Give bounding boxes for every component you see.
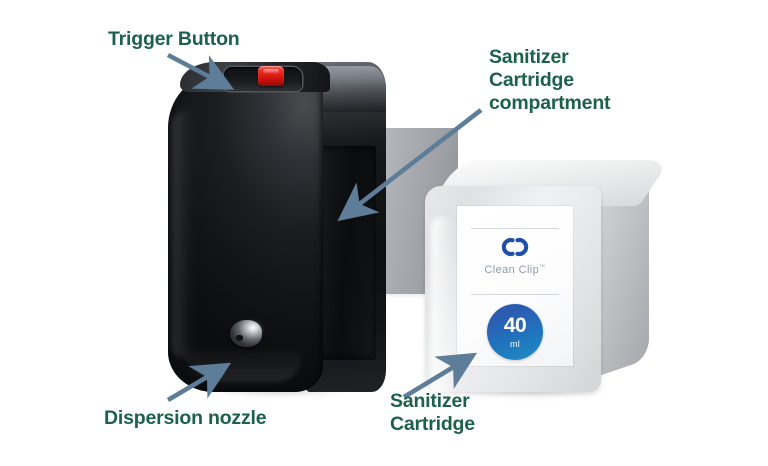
callout-label-trigger-button: Trigger Button — [108, 28, 240, 50]
trademark-symbol: ™ — [539, 264, 546, 271]
callout-label-dispersion-nozzle: Dispersion nozzle — [104, 407, 267, 429]
clean-clip-logo-icon — [457, 236, 573, 258]
label-divider-top — [471, 228, 559, 229]
brand-name-text: Clean Clip — [484, 264, 540, 276]
callout-label-sanitizer-cartridge: Sanitizer Cartridge — [390, 390, 475, 435]
volume-unit: ml — [509, 339, 521, 349]
brand-name: Clean Clip™ — [457, 264, 573, 276]
sanitizer-cartridge: Clean Clip™ 40 ml — [421, 160, 671, 414]
callout-label-cartridge-compartment: Sanitizer Cartridge compartment — [489, 46, 611, 114]
nozzle-aperture — [236, 335, 243, 341]
dispersion-nozzle — [230, 316, 282, 347]
cartridge-frosted-edge — [431, 216, 453, 414]
cartridge-label: Clean Clip™ 40 ml — [457, 206, 573, 366]
dispenser-device — [168, 62, 386, 392]
device-top-face — [180, 62, 330, 92]
device-edge-highlight — [172, 110, 202, 360]
volume-value: 40 — [503, 314, 527, 337]
nozzle-cone — [230, 320, 262, 347]
label-divider-bottom — [471, 294, 559, 295]
trigger-button[interactable] — [258, 66, 284, 86]
volume-badge: 40 ml — [487, 304, 543, 360]
